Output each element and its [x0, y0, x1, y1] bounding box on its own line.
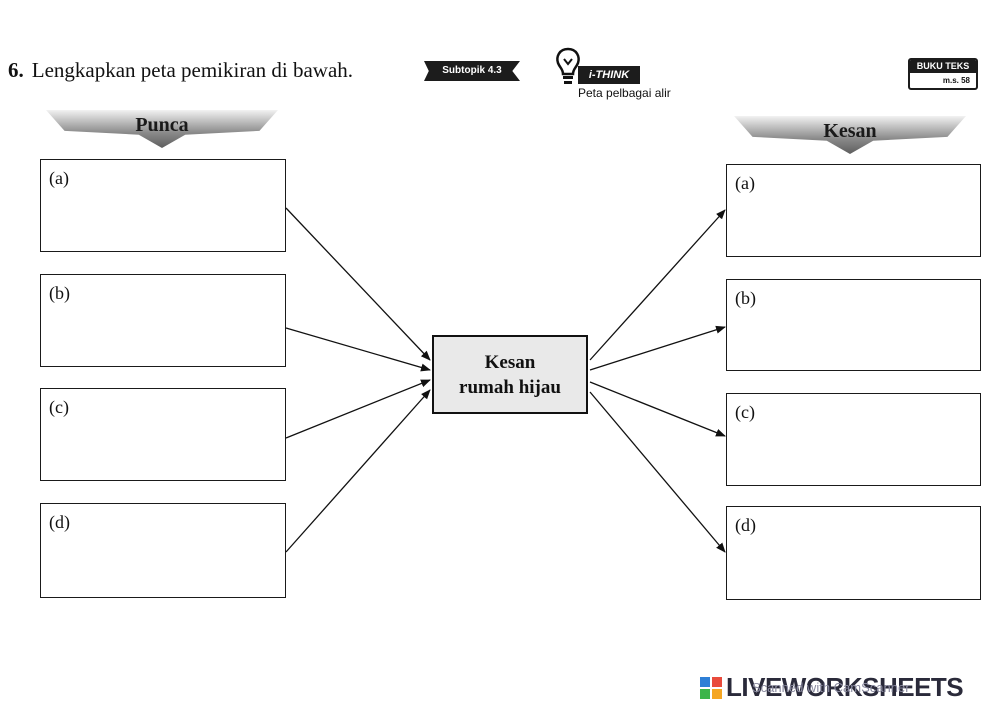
watermark-brand: LIVEWORKSHEETS	[726, 672, 964, 702]
box-label: (b)	[735, 288, 756, 308]
question-text: Lengkapkan peta pemikiran di bawah.	[31, 58, 354, 82]
arrow-kesan-c	[589, 381, 726, 437]
center-box-kesan-rumah-hijau: Kesan rumah hijau	[432, 335, 588, 414]
arrow-punca-c	[285, 379, 431, 439]
box-label: (c)	[49, 397, 69, 417]
kesan-box-a[interactable]: (a)	[726, 164, 981, 257]
punca-box-a[interactable]: (a)	[40, 159, 286, 252]
kesan-box-b[interactable]: (b)	[726, 279, 981, 371]
box-label: (b)	[49, 283, 70, 303]
question-number: 6.	[8, 58, 24, 82]
question-heading: 6. Lengkapkan peta pemikiran di bawah.	[8, 58, 353, 83]
box-label: (d)	[735, 515, 756, 535]
arrow-punca-b	[285, 327, 431, 372]
punca-box-c[interactable]: (c)	[40, 388, 286, 481]
buku-teks-title: BUKU TEKS	[910, 60, 976, 73]
kesan-box-c[interactable]: (c)	[726, 393, 981, 486]
lightbulb-icon	[556, 47, 580, 84]
subtopik-tag: Subtopik 4.3	[424, 61, 520, 81]
ithink-badge: i-THINK	[578, 66, 640, 84]
camscanner-note: Scanned with CamScanner	[752, 680, 910, 695]
liveworksheets-logo-icon	[700, 676, 722, 699]
arrow-punca-a	[285, 207, 431, 361]
box-label: (d)	[49, 512, 70, 532]
kesan-box-d[interactable]: (d)	[726, 506, 981, 600]
punca-box-b[interactable]: (b)	[40, 274, 286, 367]
ithink-subtitle: Peta pelbagai alir	[578, 86, 671, 100]
center-line2: rumah hijau	[459, 376, 561, 398]
box-label: (a)	[735, 173, 755, 193]
arrow-kesan-b	[589, 325, 726, 371]
liveworksheets-watermark: LIVEWORKSHEETS	[700, 672, 964, 703]
center-line1: Kesan	[484, 351, 536, 373]
arrow-punca-d	[285, 389, 431, 553]
buku-teks-badge: BUKU TEKS m.s. 58	[908, 58, 978, 90]
arrow-kesan-a	[589, 209, 726, 361]
buku-teks-page: m.s. 58	[942, 76, 970, 85]
punca-box-d[interactable]: (d)	[40, 503, 286, 598]
arrow-kesan-d	[589, 391, 726, 553]
box-label: (c)	[735, 402, 755, 422]
box-label: (a)	[49, 168, 69, 188]
